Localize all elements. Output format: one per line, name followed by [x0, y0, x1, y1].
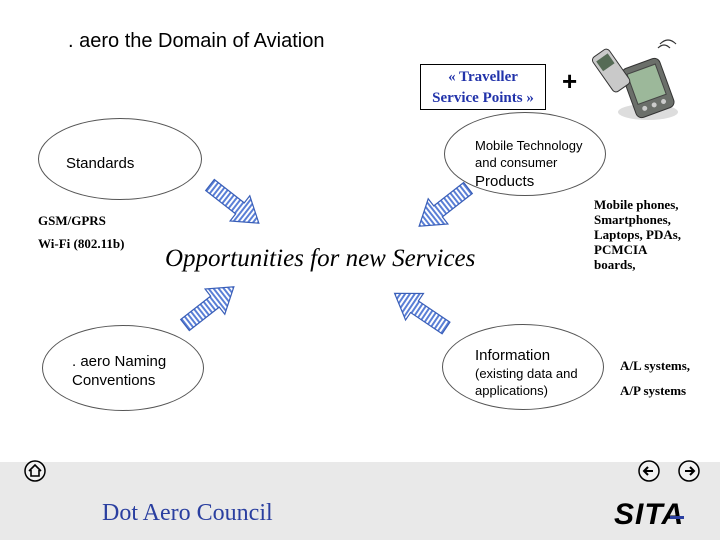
footer-band	[0, 462, 720, 540]
svg-text:SITA: SITA	[614, 498, 684, 530]
devices-list: Mobile phones, Smartphones, Laptops, PDA…	[594, 197, 681, 272]
naming-line-2: Conventions	[72, 372, 156, 389]
naming-conventions-oval	[42, 325, 204, 411]
naming-conventions-text: . aero Naming Conventions	[72, 352, 166, 390]
information-line-3: applications)	[475, 383, 548, 398]
forward-arrow-icon[interactable]	[678, 460, 700, 482]
dot-aero-council-label: Dot Aero Council	[102, 500, 273, 526]
phone-pda-image	[591, 39, 678, 120]
opportunities-heading: Opportunities for new Services	[165, 245, 476, 272]
mobile-technology-oval	[444, 112, 606, 196]
standards-label: Standards	[66, 155, 135, 172]
traveller-service-points-box: « Traveller Service Points »	[420, 64, 546, 110]
wifi-label: Wi-Fi (802.11b)	[38, 236, 125, 251]
home-icon[interactable]	[24, 460, 46, 482]
plus-sign: +	[562, 66, 578, 96]
naming-line-1: . aero Naming	[72, 353, 167, 370]
devices-line-3: Laptops, PDAs,	[594, 227, 682, 242]
devices-line-1: Mobile phones,	[594, 197, 679, 212]
al-systems-label: A/L systems,	[620, 358, 691, 373]
information-line-2: (existing data and	[475, 366, 578, 381]
information-line-1: Information	[475, 347, 551, 364]
devices-line-4: PCMCIA	[594, 242, 648, 257]
mobile-technology-text: Mobile Technology and consumer Products	[475, 137, 582, 190]
standards-oval	[38, 118, 202, 200]
back-arrow-icon[interactable]	[638, 460, 660, 482]
arrow-top-left	[204, 178, 260, 224]
gsm-gprs-label: GSM/GPRS	[38, 213, 106, 228]
slide-title: . aero the Domain of Aviation	[68, 30, 325, 52]
ap-systems-label: A/P systems	[620, 383, 687, 398]
sita-logo: SITA	[614, 498, 684, 530]
devices-line-5: boards,	[594, 257, 636, 272]
mobile-line-1: Mobile Technology	[475, 138, 583, 153]
mobile-line-2: and consumer	[475, 155, 558, 170]
traveller-line-1: « Traveller	[448, 69, 518, 85]
arrows-layer	[179, 178, 474, 335]
devices-line-2: Smartphones,	[594, 212, 671, 227]
information-text: Information (existing data and applicati…	[475, 346, 578, 399]
arrow-bottom-right	[393, 292, 451, 335]
traveller-line-2: Service Points »	[432, 90, 534, 106]
information-oval	[442, 324, 604, 410]
arrow-bottom-left	[179, 286, 235, 332]
arrow-top-right	[418, 181, 474, 227]
mobile-line-3: Products	[475, 173, 535, 190]
